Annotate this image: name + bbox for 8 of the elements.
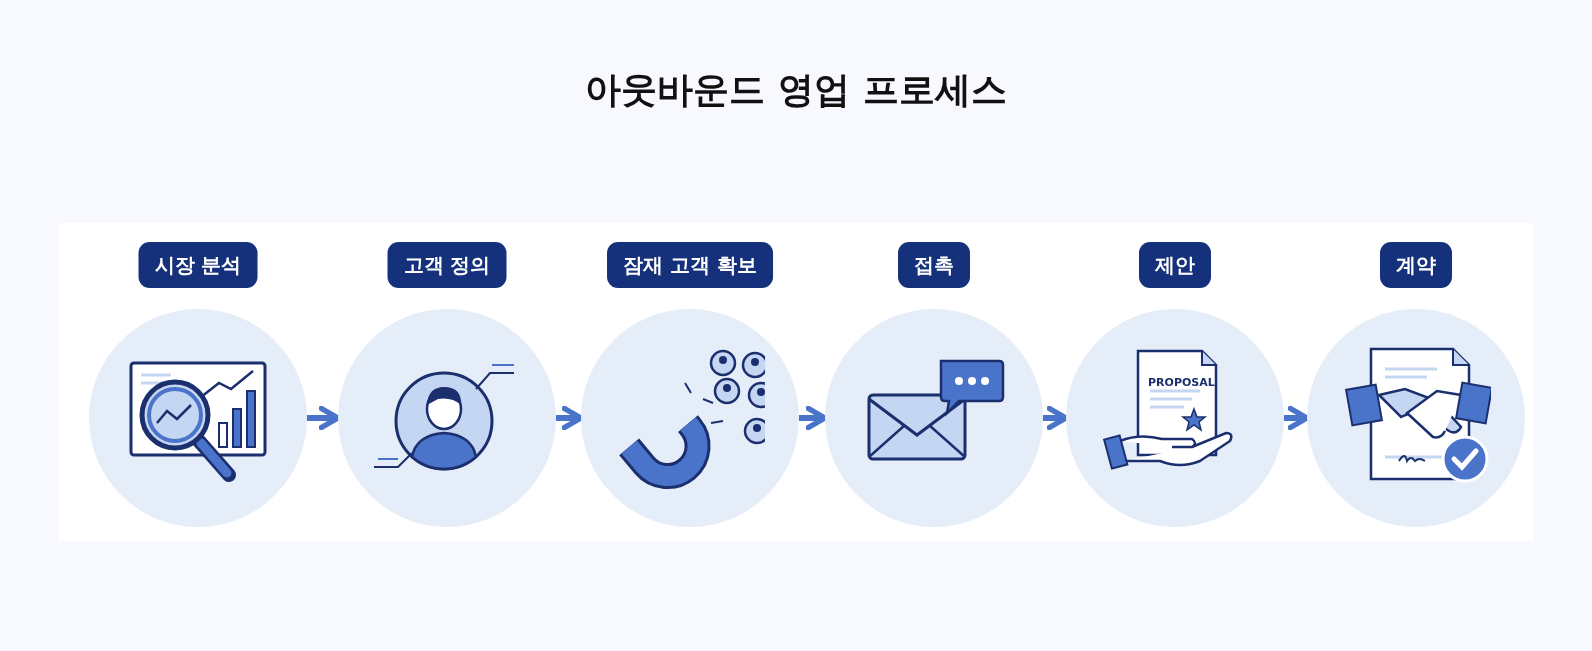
step-label: 계약 — [1380, 242, 1452, 288]
step-label: 고객 정의 — [387, 242, 507, 288]
document-title: PROPOSAL — [1148, 376, 1215, 389]
diagram-title: 아웃바운드 영업 프로세스 — [584, 68, 1008, 112]
step-label: 잠재 고객 확보 — [607, 242, 773, 288]
step-label: 시장 분석 — [138, 242, 258, 288]
step-label: 접촉 — [898, 242, 970, 288]
step-label: 제안 — [1139, 242, 1211, 288]
